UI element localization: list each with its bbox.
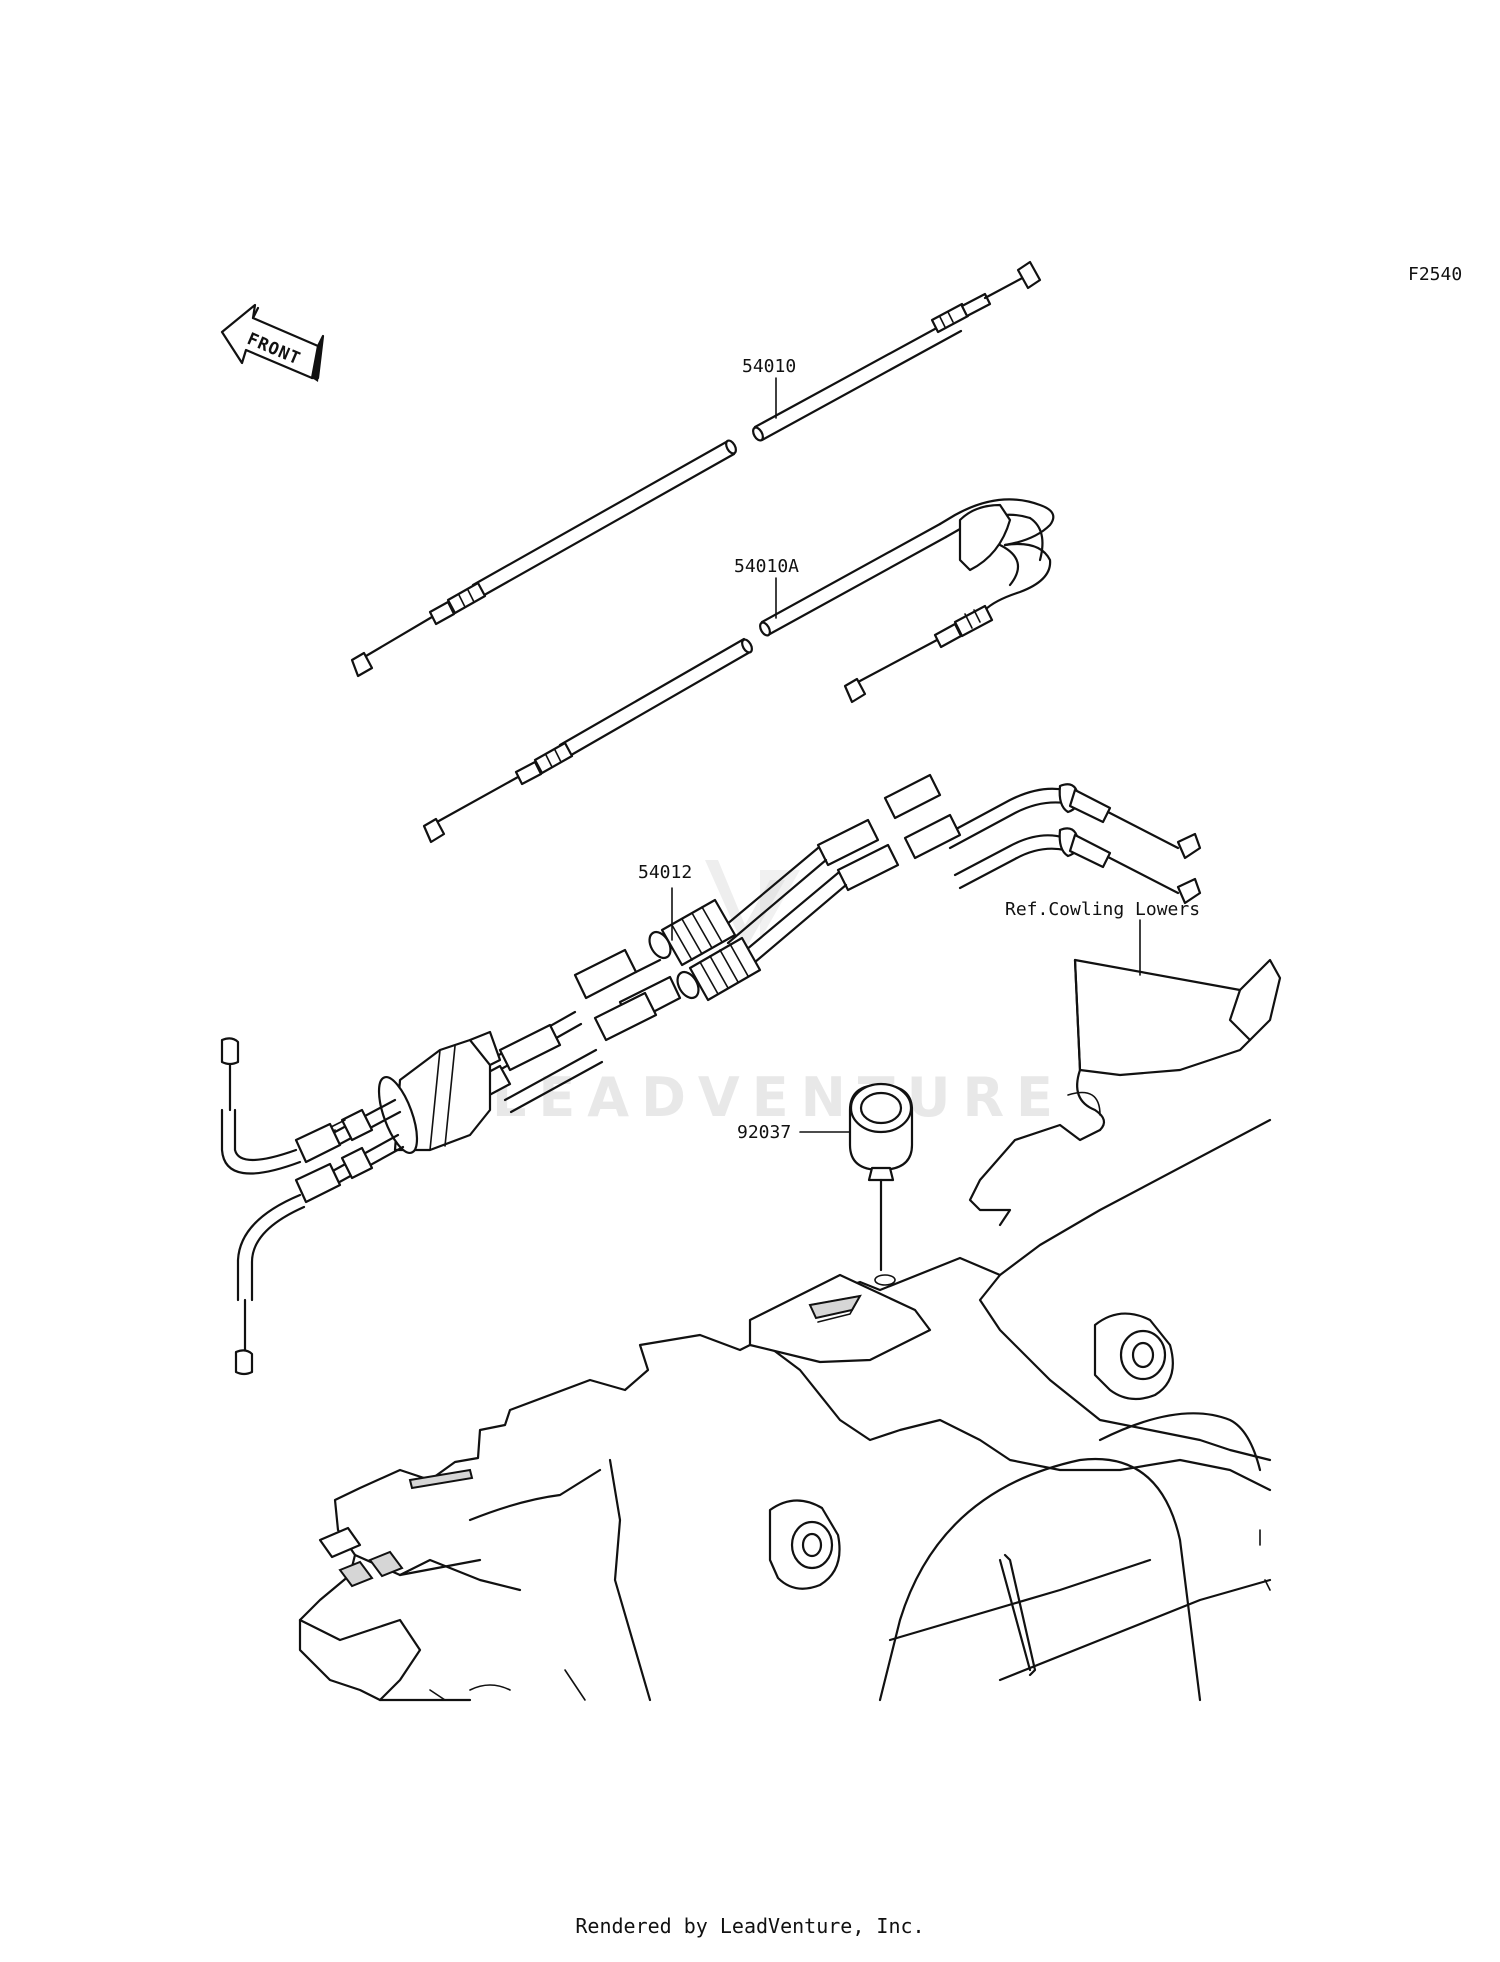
callout-92037: 92037 — [737, 1122, 791, 1143]
figure-code: F2540 — [1408, 264, 1462, 285]
cowling-lowers-reference: Ref.Cowling Lowers — [298, 899, 1282, 1702]
callout-54010: 54010 — [742, 356, 796, 377]
watermark: LEADVENTURE — [492, 860, 1065, 1129]
callout-54010a: 54010A — [734, 556, 799, 577]
ref-cowling-lowers-label: Ref.Cowling Lowers — [1005, 899, 1200, 920]
watermark-text: LEADVENTURE — [492, 1066, 1065, 1129]
footer-credit: Rendered by LeadVenture, Inc. — [575, 1914, 925, 1938]
callout-54012: 54012 — [638, 862, 692, 883]
front-arrow-icon: FRONT — [220, 303, 325, 382]
throttle-cable-54010a: 54010A — [422, 498, 1055, 844]
throttle-cable-assy-54012: 54012 — [220, 773, 1202, 1376]
clamp-92037: 92037 — [737, 1082, 914, 1286]
throttle-cable-54010: 54010 — [350, 260, 1042, 678]
